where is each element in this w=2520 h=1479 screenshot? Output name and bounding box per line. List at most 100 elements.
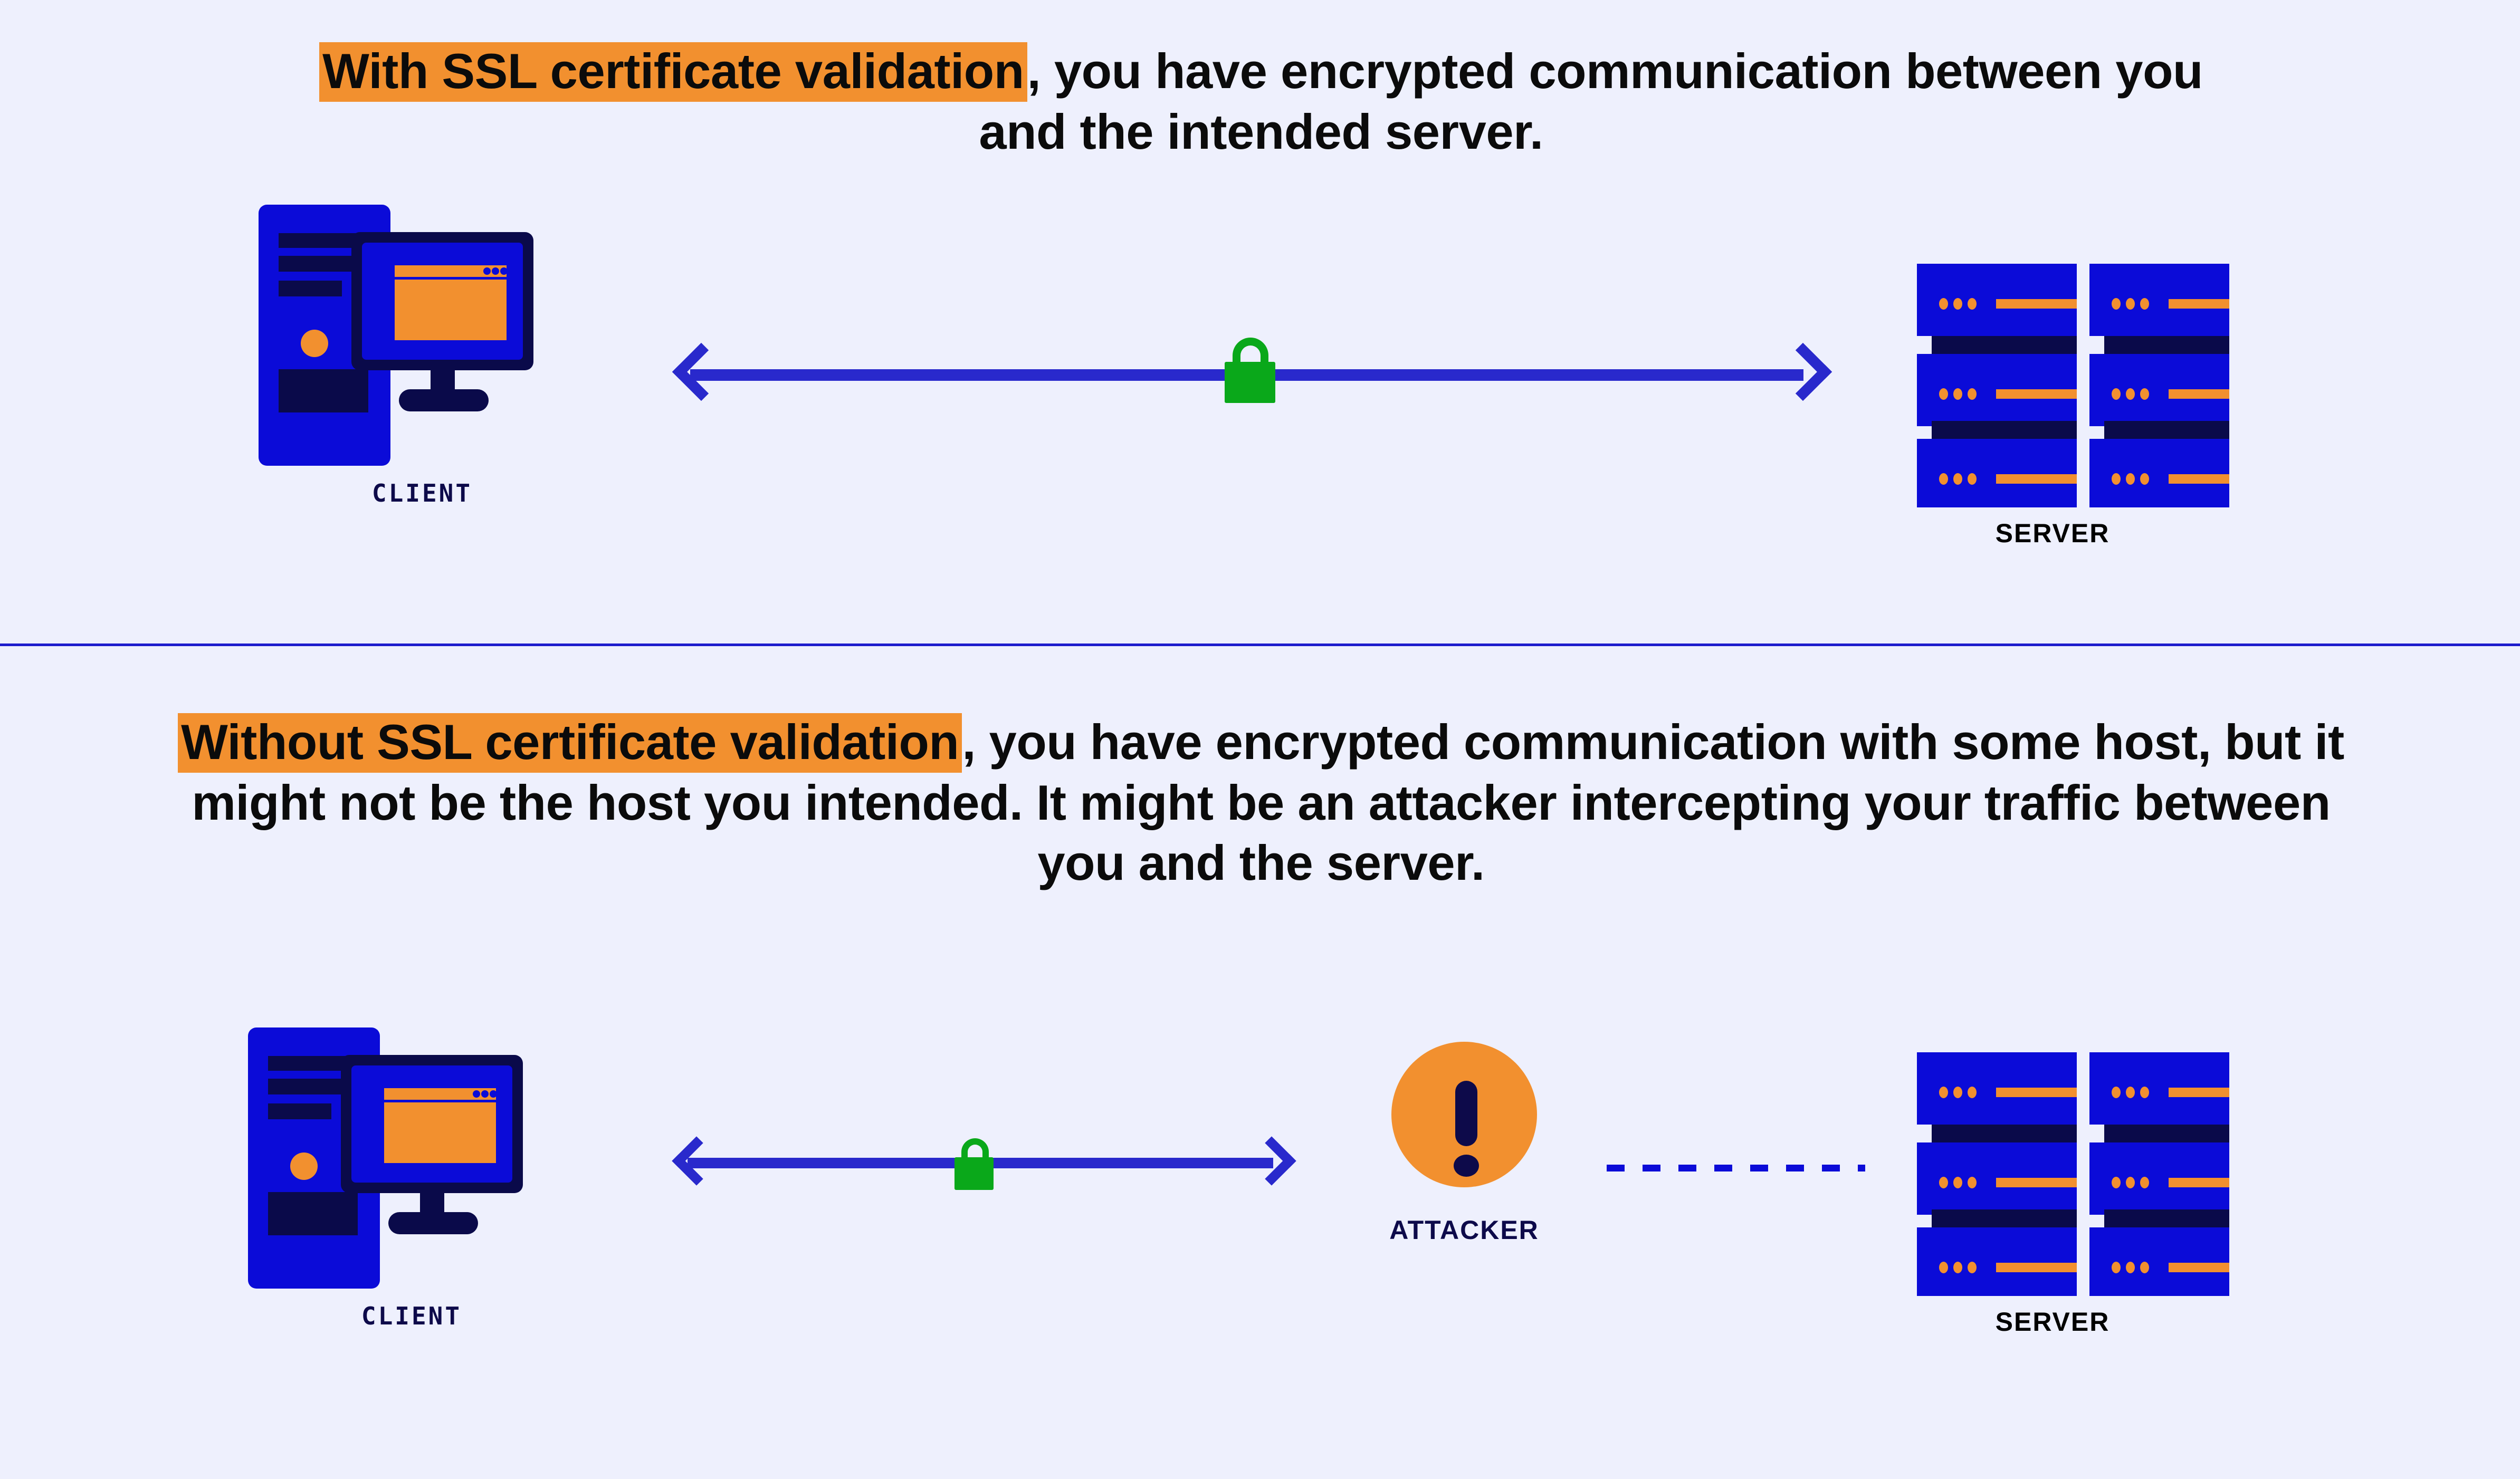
tower-base-block (268, 1192, 358, 1235)
rack-led-3b (1953, 473, 1962, 485)
padlock-shackle (1233, 338, 1268, 364)
rack-bar-6 (2169, 1263, 2229, 1272)
rack-led-4c (2140, 1087, 2149, 1098)
tower-base-block (279, 369, 368, 412)
tower-power-button-icon (301, 330, 328, 357)
heading-highlight-without-validation: Without SSL certificate validation (178, 713, 962, 773)
warning-exclamation-icon (1391, 1042, 1537, 1187)
rack-led-2b (1953, 1177, 1962, 1188)
arrowhead-right-icon (1773, 342, 1832, 401)
rack-led-1b (1953, 1087, 1962, 1098)
rack-led-3a (1939, 1262, 1948, 1273)
rack-led-5c (2140, 388, 2149, 400)
rack-led-3a (1939, 473, 1948, 485)
rack-led-5b (2126, 1177, 2135, 1188)
client-label-bottom: CLIENT (361, 1302, 462, 1330)
rack-led-5c (2140, 1177, 2149, 1188)
node-client-bottom: CLIENT (237, 1023, 586, 1330)
rack-bar-4 (2169, 1088, 2229, 1097)
monitor-neck (431, 370, 455, 392)
rack-led-3c (1968, 1262, 1977, 1273)
rack-unit-6 (2089, 439, 2229, 507)
monitor-neck (420, 1193, 444, 1215)
tower-power-button-icon (290, 1153, 318, 1180)
rack-led-6b (2126, 1262, 2135, 1273)
browser-dot-1 (473, 1090, 480, 1098)
server-label-bottom: SERVER (1995, 1307, 2110, 1337)
rack-bar-2 (1996, 389, 2077, 399)
rack-bar-3 (1996, 1263, 2077, 1272)
rack-led-6a (2112, 1262, 2121, 1273)
rack-divider-3 (2104, 336, 2229, 354)
rack-led-1a (1939, 298, 1948, 310)
rack-led-2b (1953, 388, 1962, 400)
rack-led-4a (2112, 298, 2121, 310)
rack-led-5a (2112, 1177, 2121, 1188)
rack-led-3c (1968, 473, 1977, 485)
browser-dot-1 (483, 267, 491, 275)
client-label-top: CLIENT (371, 479, 473, 507)
exclamation-stem (1455, 1081, 1477, 1146)
browser-content-area (384, 1102, 496, 1163)
server-rack-column-2 (2089, 1052, 2249, 1296)
rack-divider-1 (1932, 1125, 2077, 1142)
node-server-top: SERVER (1878, 264, 2229, 549)
padlock-body (1225, 362, 1275, 403)
heading-rest-with-validation: , you have encrypted communication betwe… (979, 43, 2203, 159)
browser-dot-2 (481, 1090, 489, 1098)
rack-divider-1 (1932, 336, 2077, 354)
monitor-base (388, 1212, 478, 1234)
monitor-base (399, 389, 489, 411)
rack-led-2c (1968, 388, 1977, 400)
server-rack-column-2 (2089, 264, 2249, 507)
rack-led-4a (2112, 1087, 2121, 1098)
rack-bar-5 (2169, 389, 2229, 399)
arrowhead-left-icon (672, 342, 731, 401)
rack-led-2a (1939, 1177, 1948, 1188)
server-rack-column-1 (1917, 264, 2077, 507)
browser-title-bar (384, 1088, 496, 1100)
desktop-computer-icon (243, 1023, 591, 1298)
rack-led-4c (2140, 298, 2149, 310)
exclamation-dot (1454, 1155, 1479, 1177)
section-heading-without-validation: Without SSL certificate validation, you … (158, 712, 2364, 894)
rack-led-2c (1968, 1177, 1977, 1188)
rack-led-6a (2112, 473, 2121, 485)
rack-divider-4 (2104, 1209, 2229, 1227)
browser-content-area (395, 280, 507, 340)
heading-rest-without-validation: , you have encrypted communication with … (192, 714, 2344, 891)
node-server-bottom: SERVER (1878, 1052, 2229, 1337)
browser-dot-3 (500, 267, 508, 275)
insecure-dashed-connection (1607, 1165, 1865, 1171)
rack-bar-1 (1996, 299, 2077, 309)
browser-dot-2 (492, 267, 499, 275)
rack-led-3b (1953, 1262, 1962, 1273)
server-rack-column-1 (1917, 1052, 2077, 1296)
rack-divider-2 (1932, 421, 2077, 439)
rack-led-4b (2126, 1087, 2135, 1098)
tower-slot-3 (279, 281, 342, 296)
node-attacker: ATTACKER (1343, 1042, 1586, 1245)
rack-led-6c (2140, 1262, 2149, 1273)
rack-led-1a (1939, 1087, 1948, 1098)
browser-dot-3 (490, 1090, 497, 1098)
section-divider (0, 644, 2520, 646)
padlock-icon-top (1221, 338, 1275, 406)
rack-led-1c (1968, 298, 1977, 310)
arrowhead-left-icon (672, 1136, 721, 1186)
rack-led-4b (2126, 298, 2135, 310)
desktop-computer-icon (253, 200, 602, 475)
server-rack-icon (1886, 264, 2229, 507)
padlock-icon-bottom (952, 1138, 994, 1193)
rack-bar-3 (1996, 474, 2077, 484)
rack-bar-2 (1996, 1178, 2077, 1187)
tower-slot-3 (268, 1103, 331, 1119)
browser-title-bar (395, 265, 507, 277)
rack-divider-2 (1932, 1209, 2077, 1227)
rack-led-5b (2126, 388, 2135, 400)
rack-unit-6 (2089, 1227, 2229, 1296)
rack-bar-5 (2169, 1178, 2229, 1187)
rack-bar-4 (2169, 299, 2229, 309)
padlock-body (954, 1157, 994, 1190)
